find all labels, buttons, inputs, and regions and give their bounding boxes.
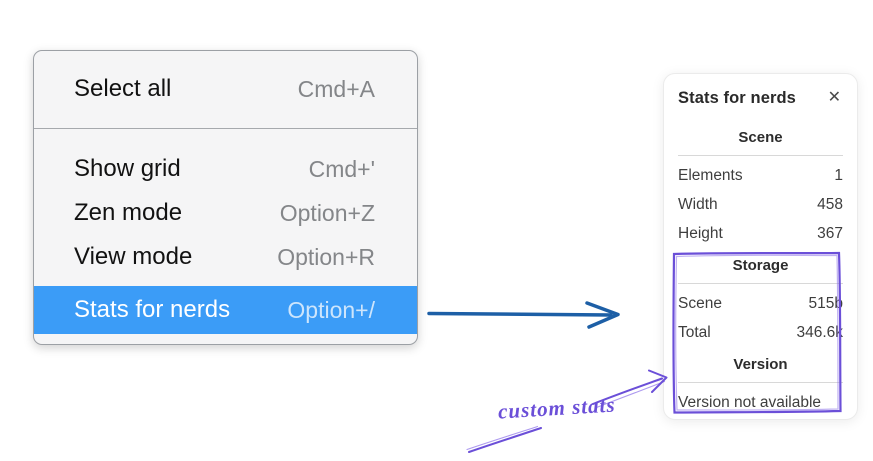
section-version: Version Version not available — [678, 356, 843, 417]
stat-row-height: Height 367 — [678, 219, 843, 248]
menu-item-label: Select all — [74, 75, 172, 102]
stat-label: Width — [678, 196, 718, 213]
close-icon[interactable]: ✕ — [827, 89, 841, 106]
menu-item-label: View mode — [74, 243, 193, 270]
flow-arrow — [427, 301, 620, 329]
stat-value: 367 — [817, 225, 843, 242]
menu-item-select-all[interactable]: Select all Cmd+A — [34, 68, 417, 110]
section-storage: Storage Scene 515b Total 346.6k — [678, 257, 843, 347]
menu-item-stats-for-nerds[interactable]: Stats for nerds Option+/ — [34, 286, 417, 334]
menu-item-label: Show grid — [74, 155, 181, 182]
menu-item-shortcut: Option+R — [277, 243, 375, 270]
menu-item-shortcut: Cmd+A — [297, 75, 375, 102]
stat-label: Height — [678, 225, 723, 242]
menu-item-zen-mode[interactable]: Zen mode Option+Z — [34, 191, 417, 235]
menu-item-shortcut: Option+Z — [279, 199, 375, 226]
stats-panel-title: Stats for nerds — [678, 88, 796, 107]
menu-item-label: Stats for nerds — [74, 296, 231, 323]
menu-item-view-mode[interactable]: View mode Option+R — [34, 235, 417, 279]
stat-row-scene-storage: Scene 515b — [678, 289, 843, 318]
context-menu: Select all Cmd+A Show grid Cmd+' Zen mod… — [33, 50, 418, 345]
stat-row-width: Width 458 — [678, 190, 843, 219]
menu-divider — [34, 128, 417, 129]
stats-panel: Stats for nerds ✕ Scene Elements 1 Width… — [663, 73, 858, 420]
stat-row-total-storage: Total 346.6k — [678, 318, 843, 347]
menu-item-label: Zen mode — [74, 199, 183, 226]
section-header: Version — [733, 356, 788, 373]
menu-item-show-grid[interactable]: Show grid Cmd+' — [34, 147, 417, 191]
custom-stats-label: custom stats — [497, 392, 617, 424]
menu-group-top: Select all Cmd+A — [34, 51, 417, 128]
stat-value: 515b — [808, 295, 843, 312]
stat-value: 346.6k — [796, 324, 843, 341]
section-rule — [678, 155, 843, 156]
stat-label: Scene — [678, 295, 722, 312]
stat-value: 1 — [834, 167, 843, 184]
section-header: Storage — [732, 257, 789, 274]
stat-label: Elements — [678, 167, 743, 184]
version-note: Version not available — [678, 394, 822, 411]
stat-row-elements: Elements 1 — [678, 161, 843, 190]
menu-item-shortcut: Cmd+' — [308, 155, 375, 182]
section-scene: Scene Elements 1 Width 458 Height 367 — [678, 129, 843, 248]
stat-label: Total — [678, 324, 711, 341]
menu-item-shortcut: Option+/ — [287, 296, 375, 323]
section-rule — [678, 382, 843, 383]
stat-value: 458 — [817, 196, 843, 213]
section-header: Scene — [738, 129, 783, 146]
custom-stats-arrow — [466, 369, 668, 453]
section-rule — [678, 283, 843, 284]
menu-group-bottom: Show grid Cmd+' Zen mode Option+Z View m… — [34, 129, 417, 344]
stats-panel-header: Stats for nerds ✕ — [678, 88, 843, 108]
